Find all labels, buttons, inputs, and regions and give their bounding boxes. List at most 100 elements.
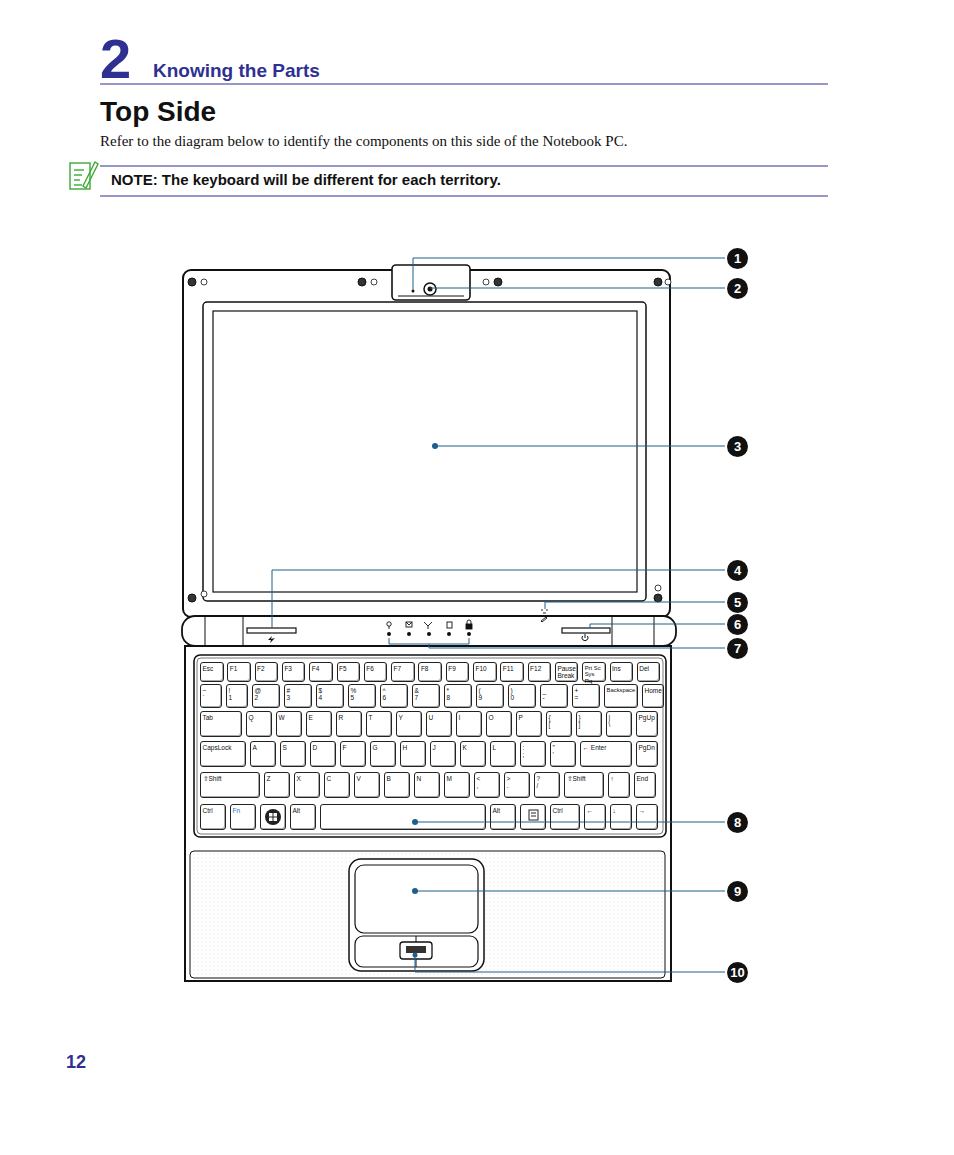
key-label: PgUp — [639, 714, 656, 721]
keyboard-key: _- — [540, 684, 568, 708]
key-label: L — [493, 744, 514, 751]
key-label: { — [549, 714, 570, 721]
keyboard-key: Backspace — [604, 684, 638, 708]
keyboard-key: F11 — [500, 662, 524, 682]
keyboard-key: F12 — [528, 662, 552, 682]
keyboard-key: N — [414, 772, 440, 798]
menu-key — [520, 804, 546, 830]
key-label: E — [309, 714, 330, 721]
key-label: F10 — [476, 665, 495, 672]
key-label: ? — [537, 775, 558, 782]
key-label: ) — [511, 687, 534, 694]
keyboard-key: PgDn — [636, 741, 658, 767]
keyboard-key: K — [460, 741, 486, 767]
key-label: R — [339, 714, 360, 721]
page-number: 12 — [66, 1053, 86, 1071]
key-label: Pause Break — [557, 665, 576, 679]
key-label: K — [463, 744, 484, 751]
keyboard-key: F1 — [227, 662, 251, 682]
key-label: * — [447, 687, 470, 694]
key-label: ( — [479, 687, 502, 694]
key-label: ] — [579, 721, 600, 728]
key-label: 6 — [383, 694, 406, 701]
key-label: Home — [645, 687, 662, 694]
keyboard-key: (9 — [476, 684, 504, 708]
key-label: ⇧Shift — [203, 775, 258, 782]
key-label: , — [477, 782, 498, 789]
keyboard-key: Z — [264, 772, 290, 798]
key-label: U — [429, 714, 450, 721]
key-label: Y — [399, 714, 420, 721]
key-label: Fn — [233, 807, 254, 814]
keyboard-key: F6 — [364, 662, 388, 682]
key-label: / — [537, 782, 558, 789]
keyboard-key: ⇧Shift — [564, 772, 604, 798]
keyboard-key: C — [324, 772, 350, 798]
keyboard-key: #3 — [284, 684, 312, 708]
key-label: Ctrl — [553, 807, 578, 814]
key-label: Prt Sc Sys Rq — [585, 665, 604, 684]
keyboard-key: Prt Sc Sys Rq — [582, 662, 606, 682]
keyboard-key: :; — [520, 741, 546, 767]
key-label: " — [553, 744, 574, 751]
callout-number: 6 — [727, 614, 748, 635]
key-label: F — [343, 744, 364, 751]
keyboard-key: Q — [246, 711, 272, 737]
keyboard-key: F3 — [282, 662, 306, 682]
key-label: M — [447, 775, 468, 782]
keyboard-key: %5 — [348, 684, 376, 708]
keyboard-key: M — [444, 772, 470, 798]
key-label: F4 — [312, 665, 331, 672]
keyboard-key: ← Enter — [580, 741, 632, 767]
keyboard-key: CapsLock — [200, 741, 246, 767]
keyboard-key: R — [336, 711, 362, 737]
keyboard-key: B — [384, 772, 410, 798]
key-label: 2 — [255, 694, 278, 701]
key-label: 7 — [415, 694, 438, 701]
keyboard-key: Alt — [290, 804, 316, 830]
note-text: NOTE: The keyboard will be different for… — [111, 172, 501, 187]
keyboard-key: F4 — [309, 662, 333, 682]
key-label: Esc — [203, 665, 222, 672]
key-label: 1 — [229, 694, 246, 701]
key-label: 3 — [287, 694, 310, 701]
keyboard-key: Esc — [200, 662, 224, 682]
keyboard-key: O — [486, 711, 512, 737]
key-label: 9 — [479, 694, 502, 701]
key-label: Z — [267, 775, 288, 782]
key-label: Q — [249, 714, 270, 721]
keyboard-key: *8 — [444, 684, 472, 708]
key-label: H — [403, 744, 424, 751]
keyboard-key: E — [306, 711, 332, 737]
callout-number: 3 — [727, 436, 748, 457]
key-label: _ — [543, 687, 566, 694]
key-label: Ctrl — [203, 807, 224, 814]
key-label: T — [369, 714, 390, 721]
key-label: ` — [203, 694, 220, 701]
key-label: V — [357, 775, 378, 782]
keyboard-key: End — [634, 772, 656, 798]
keyboard-key: Alt — [490, 804, 516, 830]
keyboard-key: F — [340, 741, 366, 767]
keyboard-key: |\ — [606, 711, 632, 737]
keyboard-key: G — [370, 741, 396, 767]
key-label: F5 — [339, 665, 358, 672]
keyboard-key: F2 — [255, 662, 279, 682]
keyboard-key: >. — [504, 772, 530, 798]
keyboard-key: {[ — [546, 711, 572, 737]
key-label: Alt — [493, 807, 514, 814]
key-label: = — [575, 694, 598, 701]
callout-number: 4 — [727, 560, 748, 581]
key-label: + — [575, 687, 598, 694]
key-label: } — [579, 714, 600, 721]
key-label: ↑ — [611, 775, 628, 782]
key-label: B — [387, 775, 408, 782]
keyboard-key: !1 — [226, 684, 248, 708]
key-label: ; — [523, 751, 544, 758]
key-label: Del — [639, 665, 658, 672]
keyboard-key: $4 — [316, 684, 344, 708]
keyboard-key: L — [490, 741, 516, 767]
key-label: O — [489, 714, 510, 721]
key-label: 5 — [351, 694, 374, 701]
